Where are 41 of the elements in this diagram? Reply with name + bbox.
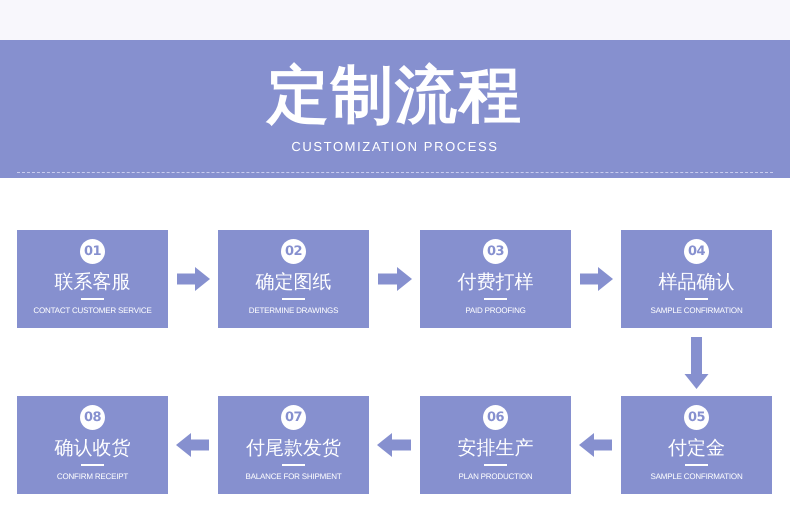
arrow bbox=[580, 267, 613, 291]
arrow bbox=[378, 267, 412, 291]
step-card bbox=[218, 396, 369, 494]
step-subtitle: BALANCE FOR SHIPMENT bbox=[244, 472, 343, 482]
step-number-badge: 08 bbox=[80, 405, 105, 430]
step-title: 付尾款发货 bbox=[245, 436, 342, 460]
step-card bbox=[17, 396, 168, 494]
step-subtitle: PAID PROOFING bbox=[464, 306, 527, 316]
step-subtitle: PLAN PRODUCTION bbox=[458, 472, 534, 482]
step-title: 付定金 bbox=[667, 436, 726, 460]
step-number-badge: 04 bbox=[684, 239, 709, 264]
step-subtitle: CONTACT CUSTOMER SERVICE bbox=[32, 306, 153, 316]
step-subtitle: SAMPLE CONFIRMATION bbox=[649, 472, 744, 482]
arrow bbox=[177, 267, 210, 291]
step-card bbox=[420, 396, 571, 494]
arrow bbox=[684, 337, 708, 389]
step-title: 付费打样 bbox=[456, 270, 534, 294]
step-number-badge: 07 bbox=[281, 405, 306, 430]
step-card bbox=[420, 230, 571, 328]
step-title: 确认收货 bbox=[54, 436, 132, 460]
step-title: 确定图纸 bbox=[254, 270, 332, 294]
step-title: 安排生产 bbox=[456, 436, 534, 460]
step-card bbox=[218, 230, 369, 328]
step-subtitle: CONFIRM RECEIPT bbox=[56, 472, 130, 482]
step-number-badge: 05 bbox=[684, 405, 709, 430]
title: 定制流程 bbox=[264, 58, 524, 132]
step-subtitle: DETERMINE DRAWINGS bbox=[248, 306, 340, 316]
arrow bbox=[579, 433, 612, 457]
step-card bbox=[17, 230, 168, 328]
step-number-badge: 01 bbox=[80, 239, 105, 264]
step-card bbox=[621, 230, 772, 328]
subtitle: CUSTOMIZATION PROCESS bbox=[291, 139, 499, 155]
arrow bbox=[377, 433, 411, 457]
step-number-badge: 03 bbox=[483, 239, 508, 264]
step-number-badge: 02 bbox=[281, 239, 306, 264]
step-subtitle: SAMPLE CONFIRMATION bbox=[649, 306, 744, 316]
step-title: 联系客服 bbox=[54, 270, 132, 294]
step-card bbox=[621, 396, 772, 494]
step-number-badge: 06 bbox=[483, 405, 508, 430]
step-title: 样品确认 bbox=[658, 270, 736, 294]
arrow bbox=[176, 433, 209, 457]
